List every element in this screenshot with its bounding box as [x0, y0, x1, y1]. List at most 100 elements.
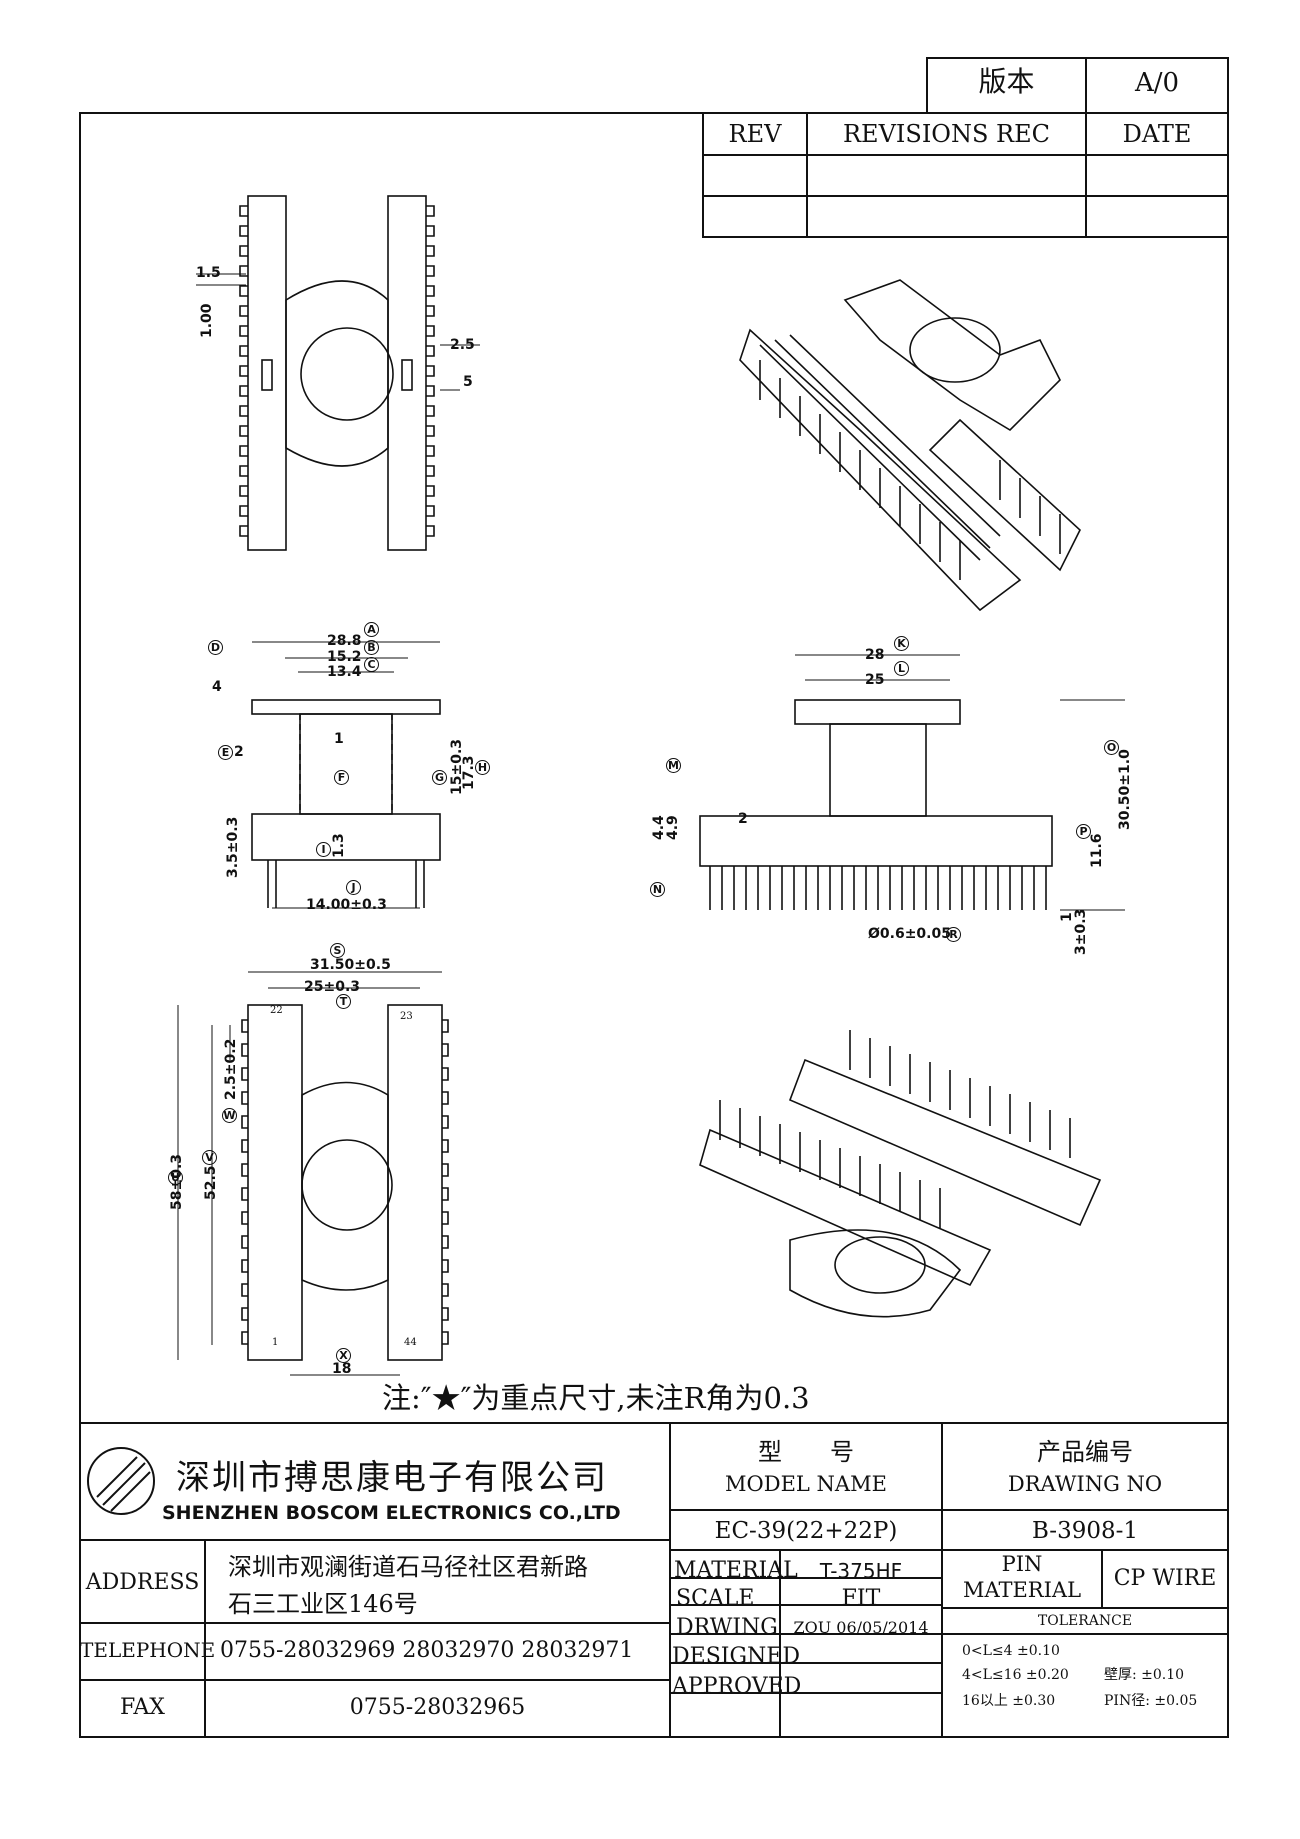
marker-r: R [946, 927, 961, 942]
dim-label: 14.00±0.3 [306, 897, 387, 913]
tolerance-row-3: 16以上 ±0.30 [962, 1693, 1056, 1709]
dim-label: 2.5 [450, 337, 475, 353]
marker-e: E [218, 745, 233, 760]
marker-g: G [432, 770, 447, 785]
drawing-by-value: ZOU 06/05/2014 [793, 1618, 929, 1637]
marker-v: V [202, 1150, 217, 1165]
marker-u: U [168, 1170, 183, 1185]
dim-label: 1 [334, 731, 344, 747]
scale-value: FIT [841, 1586, 881, 1611]
dim-label: 17.3 [461, 755, 477, 790]
dim-label: 11.6 [1089, 833, 1105, 868]
material-value: T-375HF [819, 1559, 903, 1583]
drawing-by-label: DRWING [676, 1615, 778, 1640]
pin-number: 22 [270, 1005, 283, 1016]
model-value: EC-39(22+22P) [714, 1518, 898, 1544]
tolerance-row-2: 4<L≤16 ±0.20 [962, 1667, 1069, 1683]
drawing-no-label: DRAWING NO [1007, 1472, 1163, 1496]
approved-label: APPROVED [672, 1674, 802, 1699]
dim-label: 25 [865, 672, 885, 688]
marker-b: B [364, 640, 379, 655]
dim-label: 3±0.3 [1073, 908, 1089, 955]
rev-header: REV [728, 120, 782, 148]
dim-label: 52.5 [203, 1165, 219, 1200]
company-name-cn: 深圳市搏思康电子有限公司 [176, 1458, 608, 1498]
side-view [251, 641, 441, 909]
dim-label: 2 [234, 744, 244, 760]
pin-label: PIN [1001, 1552, 1043, 1576]
dim-label: 1.00 [199, 303, 215, 338]
address-line1: 深圳市观澜街道石马径社区君新路 [228, 1553, 588, 1581]
marker-d: D [208, 640, 223, 655]
marker-i: I [316, 842, 331, 857]
material-label: MATERIAL [674, 1558, 798, 1583]
drawing-note: 注:″★″为重点尺寸,未注R角为0.3 [382, 1381, 810, 1415]
marker-j: J [346, 880, 361, 895]
dim-label: 4.4 [651, 815, 667, 840]
dim-label: 28 [865, 647, 885, 663]
fax-value: 0755-28032965 [349, 1695, 526, 1720]
address-line2: 石三工业区146号 [228, 1590, 418, 1618]
dim-label: 1.5 [196, 265, 221, 281]
dim-label: 3.5±0.3 [225, 816, 241, 878]
dim-label: 2.5±0.2 [223, 1038, 239, 1100]
designed-label: DESIGNED [672, 1644, 800, 1669]
fax-label: FAX [120, 1695, 165, 1720]
marker-p: P [1076, 824, 1091, 839]
dim-label: 30.50±1.0 [1117, 749, 1133, 830]
revisions-header: REVISIONS REC [842, 120, 1051, 148]
marker-a: A [364, 622, 379, 637]
wall-tolerance: 壁厚: ±0.10 [1104, 1667, 1185, 1683]
address-label: ADDRESS [85, 1570, 200, 1595]
dim-label: 28.8 [327, 633, 362, 649]
marker-m: M [666, 758, 681, 773]
dim-label: 13.4 [327, 664, 362, 680]
model-label-cn: 型 号 [758, 1438, 854, 1466]
marker-l: L [894, 661, 909, 676]
pin-diameter-tolerance: PIN径: ±0.05 [1104, 1693, 1198, 1709]
revision-table [702, 112, 1229, 238]
dim-label: 31.50±0.5 [310, 957, 391, 973]
pin-material-label: MATERIAL [962, 1578, 1082, 1602]
marker-t: T [336, 994, 351, 1009]
pin-number: 1 [272, 1337, 279, 1348]
marker-h: H [475, 760, 490, 775]
marker-f: F [334, 770, 349, 785]
dim-label: 4.9 [665, 815, 681, 840]
top-view [196, 195, 480, 551]
dim-label: 5 [463, 374, 473, 390]
bottom-view [177, 971, 449, 1376]
iso-view-top [739, 279, 1081, 612]
dim-label: 25±0.3 [304, 979, 361, 995]
dim-label: 1.3 [331, 833, 347, 858]
front-view [699, 654, 1125, 911]
tolerance-label: TOLERANCE [1037, 1613, 1133, 1629]
tolerance-row-1: 0<L≤4 ±0.10 [962, 1643, 1060, 1659]
title-block-lines [80, 1422, 1228, 1737]
version-value: A/0 [1134, 68, 1180, 98]
marker-n: N [650, 882, 665, 897]
company-logo [87, 1447, 155, 1515]
marker-w: W [222, 1108, 237, 1123]
drawing-no-cn: 产品编号 [1037, 1438, 1133, 1466]
marker-s: S [330, 943, 345, 958]
marker-x: X [336, 1348, 351, 1363]
drawing-no-value: B-3908-1 [1031, 1518, 1139, 1544]
pin-material-value: CP WIRE [1113, 1566, 1217, 1591]
model-label: MODEL NAME [725, 1472, 887, 1496]
telephone-label: TELEPHONE [80, 1638, 216, 1662]
dim-label: 18 [332, 1361, 352, 1377]
pin-number: 23 [400, 1011, 413, 1022]
marker-k: K [894, 636, 909, 651]
dim-label: 2 [738, 811, 748, 827]
dim-label: Ø0.6±0.05 [868, 926, 951, 942]
drawing-frame [79, 112, 1229, 1738]
date-header: DATE [1122, 120, 1192, 148]
pin-number: 44 [404, 1337, 417, 1348]
company-name-en: SHENZHEN BOSCOM ELECTRONICS CO.,LTD [162, 1502, 621, 1524]
iso-view-bottom [699, 1030, 1102, 1318]
dim-label: 4 [212, 679, 222, 695]
dim-label: 1 [1059, 912, 1075, 922]
marker-o: O [1104, 740, 1119, 755]
